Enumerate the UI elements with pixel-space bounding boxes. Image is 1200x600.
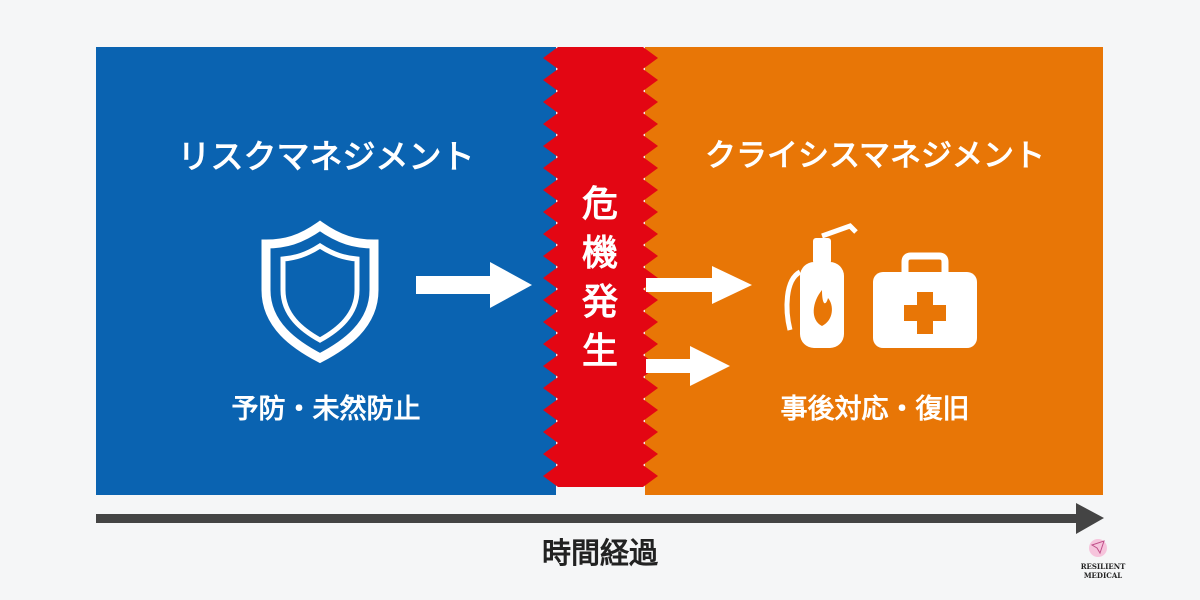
logo-mark xyxy=(1089,539,1107,557)
arrow-icon xyxy=(646,346,730,386)
timeline-label: 時間経過 xyxy=(541,536,658,570)
arrow-icon xyxy=(416,262,532,308)
logo-text: RESILIENT MEDICAL xyxy=(1080,562,1126,580)
crisis-occurrence-band xyxy=(543,47,658,487)
timeline-arrow xyxy=(96,503,1104,534)
logo: RESILIENT MEDICAL xyxy=(1068,535,1138,580)
risk-management-panel xyxy=(96,47,556,495)
arrow-icon xyxy=(646,266,752,304)
shield-icon xyxy=(261,220,379,364)
fire-extinguisher-icon xyxy=(784,223,858,348)
first-aid-kit-icon xyxy=(873,252,977,348)
crisis-management-caption: 事後対応・復旧 xyxy=(780,394,970,425)
crisis-management-title: クライシスマネジメント xyxy=(704,138,1046,174)
risk-management-title: リスクマネジメント xyxy=(177,137,475,176)
risk-management-caption: 予防・未然防止 xyxy=(231,394,421,425)
crisis-occurrence-label: 危機発生 xyxy=(581,184,618,372)
